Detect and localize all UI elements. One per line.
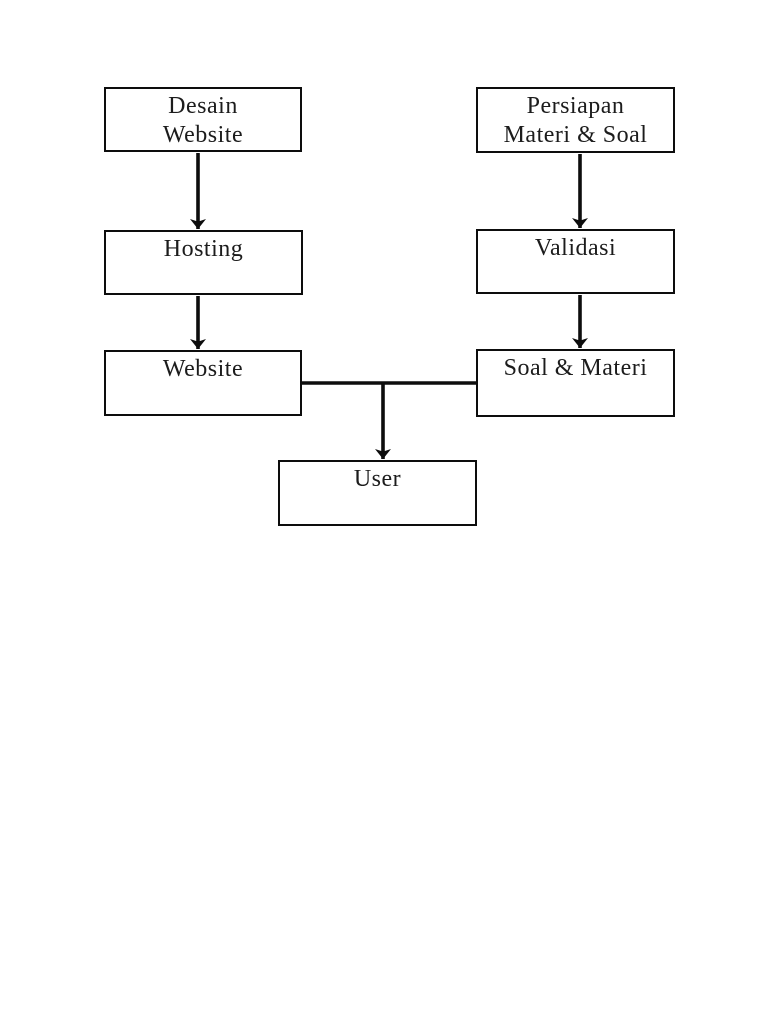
flow-node-label: Soal & Materi [503, 355, 648, 381]
flow-node-label: User [353, 466, 402, 492]
flow-node-label: Website [162, 356, 244, 382]
flow-node-validasi: Validasi [476, 229, 675, 294]
flow-node-label: Website [162, 122, 244, 148]
flow-node-label: Validasi [534, 235, 617, 261]
flow-node-soal-materi: Soal & Materi [476, 349, 675, 417]
flow-node-label: Materi & Soal [503, 122, 648, 148]
flow-node-label: Persiapan [526, 93, 625, 119]
flow-node-user: User [278, 460, 477, 526]
flow-node-website: Website [104, 350, 302, 416]
flow-node-hosting: Hosting [104, 230, 303, 295]
flow-node-label: Hosting [163, 236, 244, 262]
flow-node-label: Desain [168, 93, 238, 119]
